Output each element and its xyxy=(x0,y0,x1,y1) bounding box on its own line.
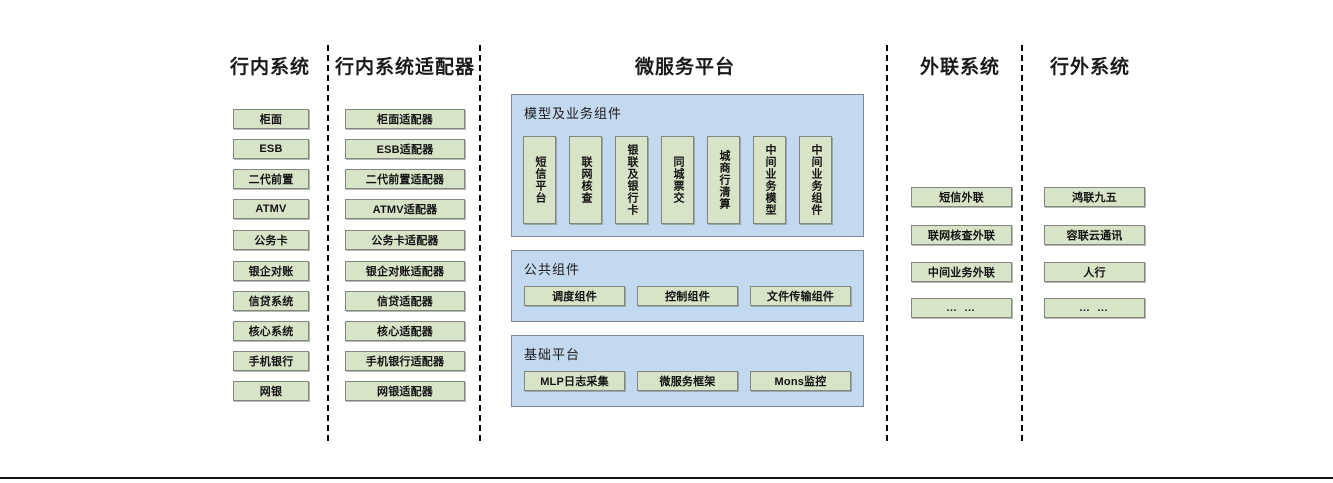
node-inhouse-system[interactable]: 公务卡 xyxy=(233,230,309,250)
column-title-external-link-systems: 外联系统 xyxy=(919,57,1000,78)
node-inhouse-adapter[interactable]: 核心适配器 xyxy=(345,321,465,341)
node-external-link-system[interactable]: 短信外联 xyxy=(911,187,1012,207)
divider-3 xyxy=(886,45,888,441)
node-model-component[interactable]: 同城票交 xyxy=(661,136,694,224)
node-model-component[interactable]: 银联及银行卡 xyxy=(615,136,648,224)
column-title-offbank-systems: 行外系统 xyxy=(1049,57,1130,78)
node-inhouse-adapter[interactable]: 二代前置适配器 xyxy=(345,169,465,189)
node-inhouse-adapter[interactable]: 公务卡适配器 xyxy=(345,230,465,250)
node-offbank-system-more[interactable]: … … xyxy=(1044,298,1145,318)
node-public-component[interactable]: 文件传输组件 xyxy=(750,286,851,306)
node-inhouse-system[interactable]: 手机银行 xyxy=(233,351,309,371)
node-external-link-system-more[interactable]: … … xyxy=(911,298,1012,318)
node-external-link-system[interactable]: 中间业务外联 xyxy=(911,262,1012,282)
node-inhouse-adapter[interactable]: 银企对账适配器 xyxy=(345,261,465,281)
divider-4 xyxy=(1021,45,1023,441)
node-public-component[interactable]: 调度组件 xyxy=(524,286,625,306)
node-inhouse-system[interactable]: 柜面 xyxy=(233,109,309,129)
panel-label-model-business-components: 模型及业务组件 xyxy=(524,106,623,121)
node-inhouse-adapter[interactable]: 手机银行适配器 xyxy=(345,351,465,371)
node-inhouse-system[interactable]: ATMV xyxy=(233,199,309,219)
node-model-component[interactable]: 联网核查 xyxy=(569,136,602,224)
column-title-inhouse-systems: 行内系统 xyxy=(229,57,310,78)
node-model-component[interactable]: 短信平台 xyxy=(523,136,556,224)
node-inhouse-adapter[interactable]: ATMV适配器 xyxy=(345,199,465,219)
node-external-link-system[interactable]: 联网核查外联 xyxy=(911,225,1012,245)
panel-label-public-components: 公共组件 xyxy=(524,262,581,277)
node-base-platform-component[interactable]: MLP日志采集 xyxy=(524,371,625,391)
node-inhouse-system[interactable]: ESB xyxy=(233,139,309,159)
node-offbank-system[interactable]: 人行 xyxy=(1044,262,1145,282)
node-inhouse-system[interactable]: 银企对账 xyxy=(233,261,309,281)
bottom-divider-rule xyxy=(0,477,1333,479)
divider-2 xyxy=(479,45,481,441)
node-base-platform-component[interactable]: Mons监控 xyxy=(750,371,851,391)
node-inhouse-adapter[interactable]: 信贷适配器 xyxy=(345,291,465,311)
node-offbank-system[interactable]: 容联云通讯 xyxy=(1044,225,1145,245)
node-model-component[interactable]: 中间业务组件 xyxy=(799,136,832,224)
divider-1 xyxy=(327,45,329,441)
node-offbank-system[interactable]: 鸿联九五 xyxy=(1044,187,1145,207)
node-inhouse-adapter[interactable]: 网银适配器 xyxy=(345,381,465,401)
node-inhouse-system[interactable]: 核心系统 xyxy=(233,321,309,341)
column-title-inhouse-adapters: 行内系统适配器 xyxy=(335,57,476,78)
node-inhouse-system[interactable]: 网银 xyxy=(233,381,309,401)
node-inhouse-system[interactable]: 信贷系统 xyxy=(233,291,309,311)
node-public-component[interactable]: 控制组件 xyxy=(637,286,738,306)
node-model-component[interactable]: 城商行清算 xyxy=(707,136,740,224)
node-inhouse-adapter[interactable]: 柜面适配器 xyxy=(345,109,465,129)
node-inhouse-system[interactable]: 二代前置 xyxy=(233,169,309,189)
node-base-platform-component[interactable]: 微服务框架 xyxy=(637,371,738,391)
node-model-component[interactable]: 中间业务模型 xyxy=(753,136,786,224)
panel-label-base-platform: 基础平台 xyxy=(524,347,581,362)
column-title-microservice-platform: 微服务平台 xyxy=(634,57,735,78)
node-inhouse-adapter[interactable]: ESB适配器 xyxy=(345,139,465,159)
